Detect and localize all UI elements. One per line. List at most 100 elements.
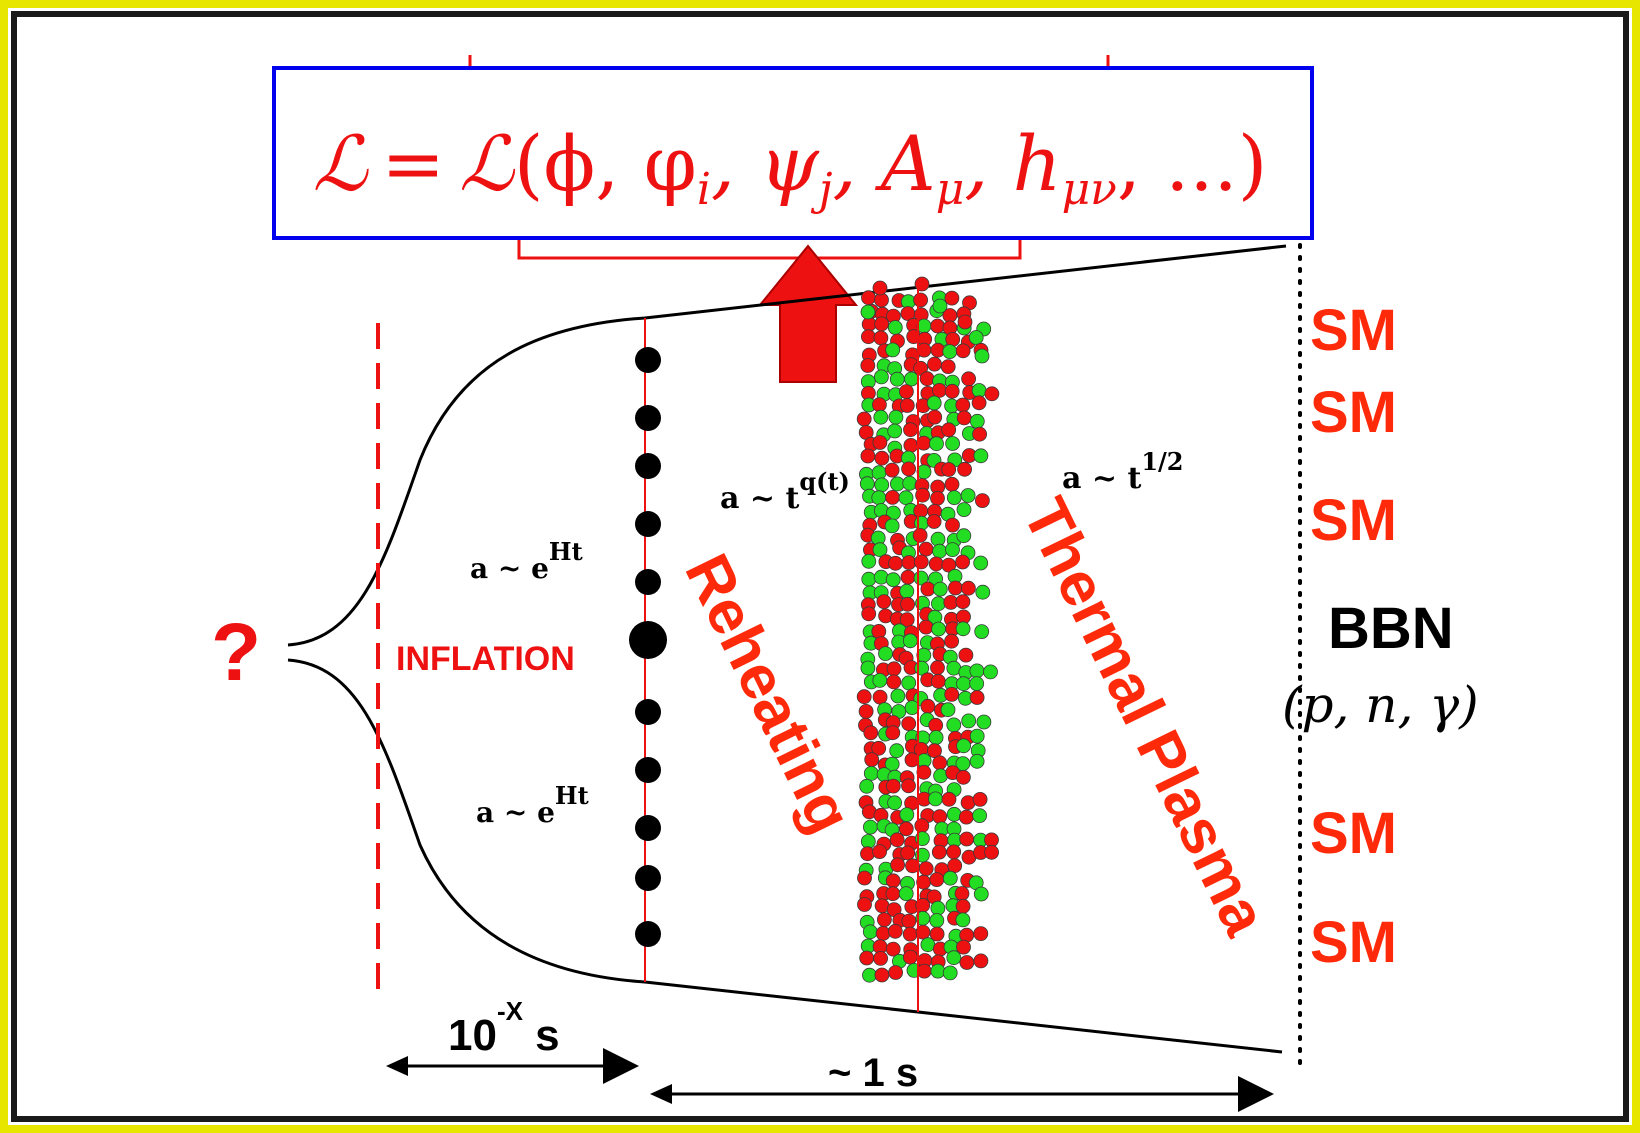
plasma-particle (969, 663, 985, 679)
plasma-particle (887, 320, 903, 335)
plasma-particle (973, 953, 989, 969)
plasma-particle (887, 423, 903, 439)
plasma-particle (886, 674, 902, 690)
plasma-particle (944, 633, 959, 649)
plasma-particle (945, 542, 960, 557)
plasma-particle (916, 464, 932, 480)
plasma-particle (955, 343, 971, 359)
inflaton-dot (635, 757, 661, 783)
inflaton-dot (635, 453, 661, 479)
plasma-particle (946, 717, 962, 733)
plasma-particle (955, 554, 970, 570)
plasma-particle (942, 965, 958, 981)
plasma-particle (984, 844, 999, 860)
total-arrow-left-head (650, 1084, 672, 1104)
plasma-particle (858, 704, 874, 719)
frame-border-dark (11, 11, 1629, 1122)
plasma-particle (957, 461, 972, 477)
plasma-particle (916, 318, 932, 334)
thermal-plasma-label: Thermal Plasma (1009, 488, 1280, 946)
plasma-particle (972, 808, 987, 823)
plasma-particle (899, 384, 914, 400)
lagrangian-box (272, 66, 1314, 240)
plasma-particle (871, 490, 887, 506)
plasma-particle (885, 489, 900, 505)
plasma-particle (941, 791, 957, 807)
plasma-particle (926, 514, 942, 529)
plasma-particle (930, 673, 946, 689)
plasma-particle (889, 371, 905, 387)
plasma-particle (969, 690, 985, 705)
plasma-particle (890, 476, 905, 492)
plasma-particle (859, 778, 875, 794)
plasma-particle (859, 476, 875, 492)
plasma-particle (975, 584, 991, 600)
plasma-particle (945, 517, 960, 533)
plasma-particle (931, 844, 947, 860)
inflaton-dot (635, 511, 661, 537)
inflaton-dot (635, 569, 661, 595)
plasma-particle (871, 624, 887, 639)
plasma-particle (916, 764, 932, 780)
plasma-particle (887, 923, 903, 939)
inflaton-dots (629, 347, 667, 947)
plasma-particle (956, 738, 971, 754)
plasma-particle (886, 661, 902, 677)
plasma-particle (902, 475, 918, 491)
plasma-particle (872, 689, 888, 705)
plasma-particle (974, 624, 990, 639)
plasma-particle (875, 926, 891, 941)
plasma-particle (885, 873, 901, 889)
plasma-particle (971, 395, 987, 411)
plasma-particle (945, 331, 961, 347)
plasma-particle (929, 926, 945, 942)
plasma-particle (862, 924, 878, 940)
plasma-particle (885, 941, 901, 957)
plasma-particle (888, 555, 903, 571)
plasma-particle (973, 448, 989, 464)
plasma-particle (857, 870, 872, 886)
plasma-particle (900, 596, 915, 612)
plasma-particle (920, 937, 936, 953)
plasma-particle (944, 290, 960, 306)
plasma-particle (960, 488, 976, 503)
plasma-particle (961, 371, 976, 387)
plasma-particle (856, 411, 872, 427)
plasma-particle (890, 688, 906, 704)
plasma-particle (969, 413, 985, 429)
sm-label-1: SM (1310, 298, 1397, 363)
plasma-particle (955, 594, 971, 610)
sm-label-3: SM (1310, 488, 1397, 553)
plasma-particle (948, 580, 963, 596)
plasma-particle (969, 753, 985, 769)
inflaton-dot-large (629, 621, 667, 659)
inflaton-dot (635, 921, 661, 947)
plasma-particle (874, 967, 890, 983)
plasma-particle (931, 596, 946, 612)
plasma-particle (944, 476, 960, 492)
plasma-particle (946, 490, 962, 506)
plasma-particle (969, 676, 985, 691)
plasma-particle (916, 963, 932, 979)
inflation-arrow-left-head (386, 1056, 408, 1076)
total-duration-label: ~ 1 s (828, 1051, 918, 1095)
plasma-particle (961, 713, 977, 729)
plasma-particle (889, 832, 905, 848)
plasma-particle (860, 660, 876, 676)
plasma-particle (860, 358, 876, 373)
lagrangian-formula: ℒ=ℒ(ϕ, φi, ψj, Aμ, hμν, ...) (313, 119, 1268, 215)
plasma-particle (946, 950, 962, 966)
plasma-particle (912, 528, 928, 543)
plasma-particle (871, 465, 887, 481)
plasma-particle (904, 700, 920, 715)
plasma-particle (901, 675, 917, 691)
plasma-particle (903, 437, 919, 453)
plasma-particle (947, 858, 963, 874)
plasma-particle (903, 422, 918, 438)
plasma-particle (983, 664, 998, 680)
plasma-particle (930, 963, 946, 979)
plasma-particle (874, 450, 890, 466)
plasma-particle (898, 886, 914, 901)
plasma-particle (874, 477, 890, 493)
